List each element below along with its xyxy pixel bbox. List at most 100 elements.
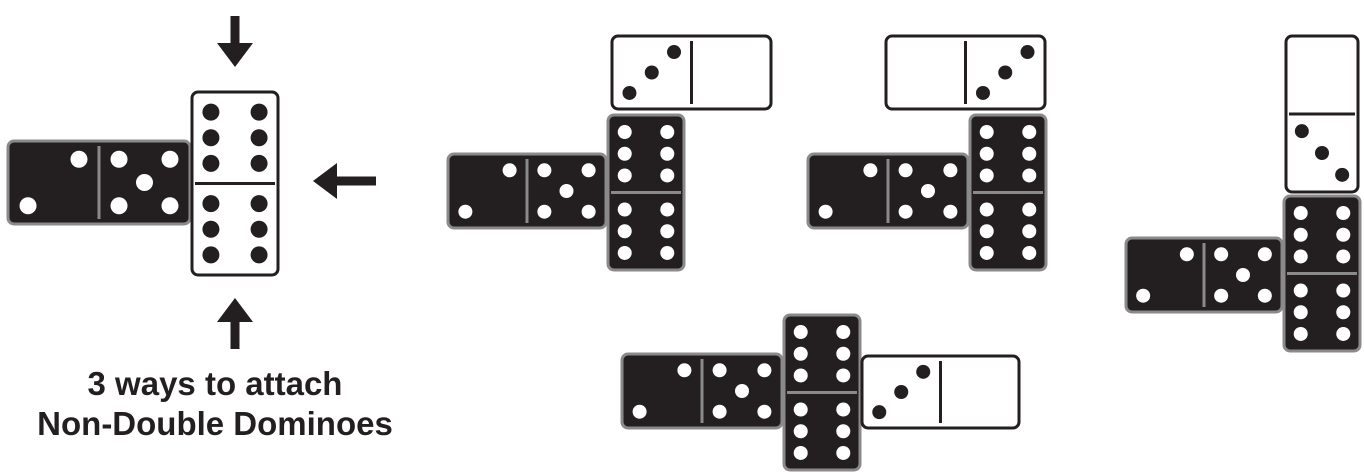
pip [618, 147, 632, 161]
pip [633, 405, 647, 419]
pip [660, 125, 674, 139]
pip [1336, 249, 1350, 263]
arrow-from-bottom [217, 298, 253, 349]
pip [251, 155, 268, 172]
pip [677, 363, 691, 377]
pip [20, 197, 37, 214]
example-attach-top-left-non-double [448, 154, 606, 228]
pip [976, 86, 990, 100]
pip [1315, 146, 1329, 160]
pip [943, 163, 957, 177]
pip [202, 246, 219, 263]
arrow-from-top [217, 16, 253, 67]
pip [667, 45, 681, 59]
arrow-shaft [231, 319, 240, 349]
pip [618, 168, 632, 182]
pip [622, 86, 636, 100]
pip [819, 205, 833, 219]
pip [660, 246, 674, 260]
pip [1022, 147, 1036, 161]
pip [794, 403, 808, 417]
pip [872, 405, 886, 419]
pip [794, 325, 808, 339]
pip [1214, 289, 1228, 303]
pip [1214, 247, 1228, 261]
pip [161, 197, 178, 214]
caption-line-1: 3 ways to attach [0, 364, 430, 404]
pip [251, 195, 268, 212]
pip [921, 184, 935, 198]
pip [794, 347, 808, 361]
pip [757, 363, 771, 377]
pip [503, 163, 517, 177]
pip [202, 129, 219, 146]
pip [980, 147, 994, 161]
pip [1336, 284, 1350, 298]
example-attach-top-left-attached [612, 36, 771, 109]
pip [251, 104, 268, 121]
example-attach-top-right-double [970, 115, 1046, 270]
pip [998, 66, 1012, 80]
pip [1022, 246, 1036, 260]
arrow-head [217, 43, 253, 67]
pip [863, 163, 877, 177]
pip [757, 405, 771, 419]
pip [660, 168, 674, 182]
arrow-head [217, 298, 253, 322]
pip [70, 151, 87, 168]
pip [916, 365, 930, 379]
pip [1335, 168, 1349, 182]
pip [660, 203, 674, 217]
pip [618, 246, 632, 260]
pip [618, 203, 632, 217]
example-attach-right-double [784, 315, 860, 470]
pip [980, 203, 994, 217]
pip [111, 151, 128, 168]
pip [980, 224, 994, 238]
pip [1022, 168, 1036, 182]
example-attach-top-vertical-attached [1286, 36, 1358, 192]
pip [713, 405, 727, 419]
pip [1336, 228, 1350, 242]
pip [794, 424, 808, 438]
example-attach-top-vertical-non-double [1126, 238, 1282, 312]
pip [458, 205, 472, 219]
pip [537, 163, 551, 177]
example-attach-top-right-attached [886, 36, 1045, 109]
pip [1022, 125, 1036, 139]
caption-line-2: Non-Double Dominoes [0, 404, 430, 444]
pip [582, 163, 596, 177]
example-attach-right-non-double [622, 354, 782, 428]
example-attach-top-left-double [608, 115, 684, 270]
pip [582, 205, 596, 219]
arrow-from-right [313, 163, 376, 199]
pip [1294, 206, 1308, 220]
pip [645, 66, 659, 80]
pip [1295, 124, 1309, 138]
pip [894, 385, 908, 399]
pip [161, 151, 178, 168]
pip [899, 163, 913, 177]
arrow-head [313, 163, 337, 199]
pip [1022, 224, 1036, 238]
pip [1294, 327, 1308, 341]
pip [111, 197, 128, 214]
arrow-shaft [334, 177, 376, 186]
pip [836, 347, 850, 361]
pip [202, 104, 219, 121]
pip [1022, 203, 1036, 217]
pip [794, 446, 808, 460]
pip [202, 221, 219, 238]
pip [735, 384, 749, 398]
pip [1258, 289, 1272, 303]
arrow-shaft [231, 16, 240, 46]
pip [1294, 249, 1308, 263]
pip [1258, 247, 1272, 261]
pip [560, 184, 574, 198]
pip [202, 155, 219, 172]
pip [1294, 284, 1308, 298]
pip [251, 221, 268, 238]
example-attach-top-vertical-double [1284, 196, 1360, 351]
pip [1021, 45, 1035, 59]
pip [136, 174, 153, 191]
